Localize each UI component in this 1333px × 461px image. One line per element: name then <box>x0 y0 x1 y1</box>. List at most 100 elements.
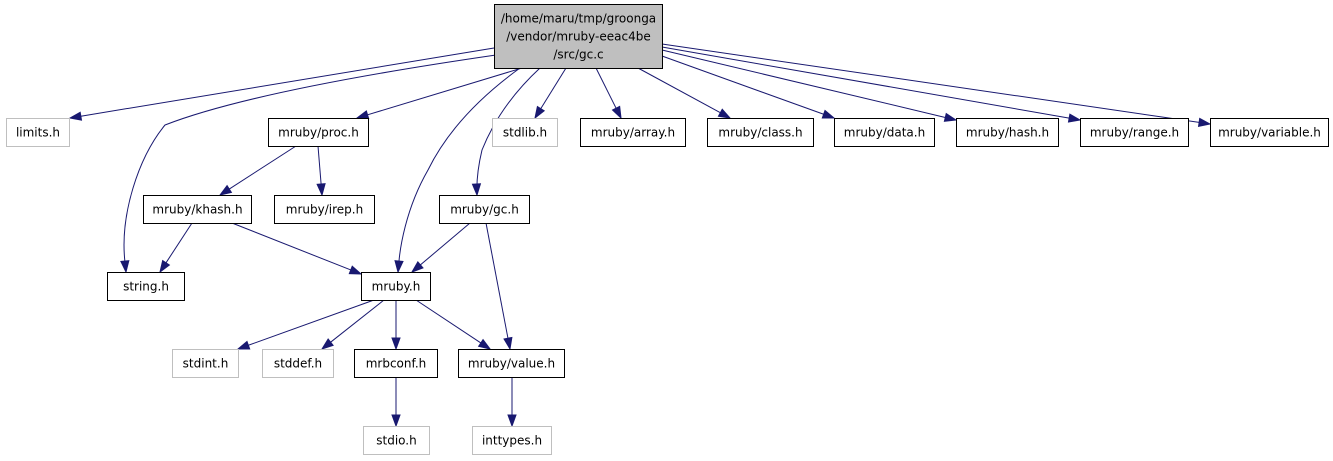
edge-root-to-mruby-range-h <box>661 46 1082 123</box>
node-label: mruby/khash.h <box>152 203 242 217</box>
node-label: stdlib.h <box>503 126 547 140</box>
node-box <box>580 118 686 147</box>
node-label: mruby/irep.h <box>286 203 363 217</box>
node-label: mruby.h <box>372 280 421 294</box>
node-box <box>274 195 375 224</box>
node-label: mruby/array.h <box>591 126 675 140</box>
node-box <box>458 349 565 378</box>
edge-line <box>248 299 375 346</box>
edge-mrbconf-h-to-stdio-h <box>391 377 401 428</box>
node-box <box>492 118 558 147</box>
edge-line <box>661 46 1070 119</box>
edge-root-to-mruby-hash-h <box>661 49 958 122</box>
edge-line <box>80 47 495 117</box>
arrowhead-icon <box>534 105 546 120</box>
node-mruby-variable-h[interactable]: mruby/variable.h <box>1210 118 1329 147</box>
edge-line <box>415 299 482 344</box>
node-label: mruby/data.h <box>844 126 925 140</box>
node-label: mrbconf.h <box>366 357 427 371</box>
file-nodes: /home/maru/tmp/groonga/vendor/mruby-eeac… <box>6 4 1329 455</box>
edge-line <box>165 222 193 264</box>
node-box <box>834 118 935 147</box>
node-label: stddef.h <box>274 357 322 371</box>
edge-mruby-proc-h-to-mruby-irep-h <box>316 145 326 197</box>
node-box <box>1210 118 1329 147</box>
arrowhead-icon <box>236 340 251 350</box>
node-box <box>107 272 185 301</box>
node-stdlib-h: stdlib.h <box>492 118 558 147</box>
edge-mruby-h-to-stdint-h <box>236 299 375 350</box>
node-box <box>707 118 814 147</box>
node-label: /home/maru/tmp/groonga <box>501 12 656 26</box>
arrowhead-icon <box>943 112 958 122</box>
node-label: stdio.h <box>376 434 416 448</box>
edge-mruby-gc-h-to-mruby-value-h <box>485 222 513 351</box>
node-box <box>262 349 334 378</box>
arrowhead-icon <box>503 336 513 351</box>
node-label: mruby/proc.h <box>278 126 359 140</box>
edge-line <box>228 145 297 190</box>
arrowhead-icon <box>320 338 334 350</box>
node-stdint-h: stdint.h <box>172 349 239 378</box>
edge-mruby-h-to-mrbconf-h <box>391 300 401 351</box>
arrowhead-icon <box>507 414 517 428</box>
edge-root-to-mruby-gc-h <box>471 67 541 197</box>
node-box <box>494 4 663 69</box>
dependency-edges <box>68 43 1212 428</box>
node-mruby-irep-h[interactable]: mruby/irep.h <box>274 195 375 224</box>
node-root: /home/maru/tmp/groonga/vendor/mruby-eeac… <box>494 4 663 69</box>
arrowhead-icon <box>1197 117 1212 128</box>
node-mruby-proc-h[interactable]: mruby/proc.h <box>268 118 369 147</box>
edge-root-to-mruby-data-h <box>661 55 836 119</box>
arrowhead-icon <box>355 110 370 120</box>
edge-root-to-string-h <box>120 54 497 274</box>
node-label: /src/gc.c <box>553 48 603 62</box>
node-box <box>143 195 252 224</box>
node-stddef-h: stddef.h <box>262 349 334 378</box>
edge-line <box>420 222 471 266</box>
node-label: mruby/gc.h <box>450 203 519 217</box>
node-mruby-khash-h[interactable]: mruby/khash.h <box>143 195 252 224</box>
arrowhead-icon <box>391 337 401 351</box>
arrowhead-icon <box>821 109 836 119</box>
edge-mruby-proc-h-to-mruby-khash-h <box>218 145 297 196</box>
edge-line <box>661 43 1200 123</box>
edge-root-to-mruby-array-h <box>595 67 622 120</box>
arrowhead-icon <box>316 183 326 197</box>
node-box <box>1080 118 1189 147</box>
node-label: mruby/class.h <box>718 126 802 140</box>
edge-root-to-mruby-variable-h <box>661 43 1212 128</box>
node-string-h[interactable]: string.h <box>107 272 185 301</box>
node-label: inttypes.h <box>482 434 542 448</box>
node-mruby-h[interactable]: mruby.h <box>361 272 431 301</box>
node-mruby-class-h[interactable]: mruby/class.h <box>707 118 814 147</box>
edge-mruby-khash-h-to-mruby-h <box>231 222 363 275</box>
arrowhead-icon <box>218 184 233 196</box>
node-label: mruby/value.h <box>468 357 555 371</box>
arrowhead-icon <box>68 111 83 121</box>
node-box <box>472 426 552 455</box>
node-box <box>172 349 239 378</box>
arrowhead-icon <box>717 108 732 119</box>
node-label: limits.h <box>16 126 60 140</box>
arrowhead-icon <box>1067 113 1082 123</box>
node-label: mruby/hash.h <box>966 126 1049 140</box>
edge-root-to-mruby-class-h <box>637 67 732 119</box>
node-mruby-data-h[interactable]: mruby/data.h <box>834 118 935 147</box>
node-box <box>361 272 431 301</box>
node-inttypes-h: inttypes.h <box>472 426 552 455</box>
edge-line <box>661 49 946 118</box>
node-label: mruby/range.h <box>1090 126 1179 140</box>
edge-line <box>367 67 523 116</box>
arrowhead-icon <box>611 105 622 120</box>
edge-line <box>637 67 721 114</box>
node-mruby-gc-h[interactable]: mruby/gc.h <box>439 195 530 224</box>
node-mruby-array-h[interactable]: mruby/array.h <box>580 118 686 147</box>
node-mruby-hash-h[interactable]: mruby/hash.h <box>956 118 1059 147</box>
edge-line <box>123 54 497 262</box>
edge-line <box>317 145 322 185</box>
node-mruby-value-h[interactable]: mruby/value.h <box>458 349 565 378</box>
edge-line <box>595 67 617 109</box>
node-mrbconf-h[interactable]: mrbconf.h <box>354 349 438 378</box>
node-mruby-range-h[interactable]: mruby/range.h <box>1080 118 1189 147</box>
